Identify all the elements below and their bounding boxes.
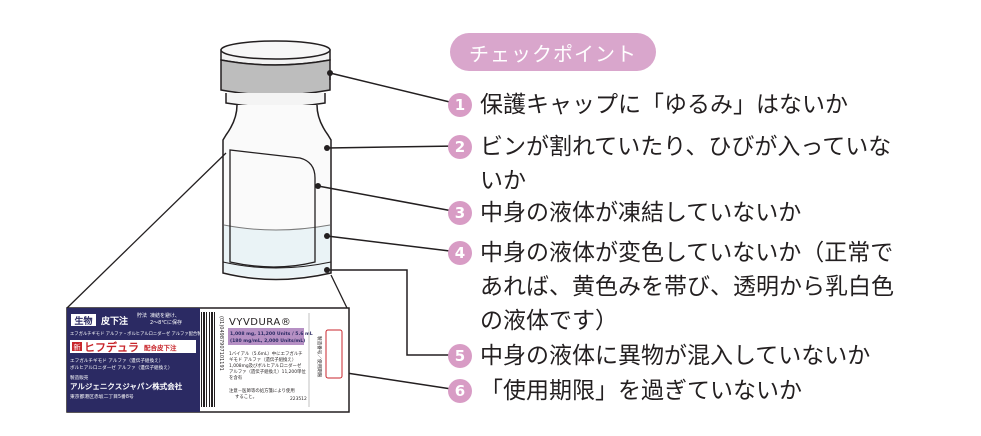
label-route: 皮下注: [100, 315, 128, 327]
checkpoint-item-5: 5 中身の液体に異物が混入していないか: [448, 339, 870, 373]
item-number-4: 4: [448, 241, 472, 265]
checkpoint-item-4: 4 中身の液体が変色していないか（正常で あれば、黄色みを帯び、透明から乳白色 …: [448, 236, 894, 338]
item-text-4: 中身の液体が変色していないか（正常で あれば、黄色みを帯び、透明から乳白色 の液…: [480, 240, 894, 334]
label-storage-1: 凍結を避け、: [150, 312, 180, 319]
label-ingredient-2: ボルヒアルロニダーゼ アルファ（遺伝子組換え）: [70, 364, 172, 371]
checkpoint-badge: チェックポイント: [450, 33, 656, 71]
zoom-line-right: [330, 274, 348, 309]
label-storage-prefix: 貯法: [137, 312, 147, 319]
label-lot-text: 製造番号／使用期限: [316, 336, 323, 378]
item-text-6: 「使用期限」を過ぎていないか: [480, 378, 802, 404]
callout-line-6: [339, 371, 459, 391]
label-generic-name: エフガルチギモド アルファ・ボルヒアルロニダーゼ アルファ配合製剤: [70, 330, 206, 337]
label-strength-1: 1,008 mg, 11,200 Units / 5.6 mL: [230, 331, 313, 337]
checkpoint-item-6: 6 「使用期限」を過ぎていないか: [448, 374, 802, 408]
item-text-1: 保護キャップに「ゆるみ」はないか: [480, 92, 848, 118]
label-storage-2: 2～8℃に保存: [150, 319, 182, 326]
label-brand: ヒフデュラ: [84, 340, 139, 354]
label-ingredient-1: エフガルチギモド アルファ（遺伝子組換え）: [70, 357, 163, 364]
label-composition-5: を含有: [229, 374, 243, 381]
callout-lines: [317, 72, 459, 356]
label-address: 東京都港区赤坂二丁目5番8号: [70, 393, 134, 400]
checkpoint-item-2: 2 ビンが割れていたり、ひびが入っていな いか: [448, 130, 891, 198]
item-text-5: 中身の液体に異物が混入していないか: [480, 343, 871, 369]
label-brand-suffix: 配合皮下注: [144, 343, 177, 352]
item-number-6: 6: [448, 379, 472, 403]
label-composition-3: 1,008mg及びボルヒアルロニダーゼ: [229, 362, 302, 369]
label-brand-prefix-box: [72, 342, 82, 351]
vial-cap-band: [220, 59, 331, 96]
callout-dots: [315, 70, 333, 273]
checkpoint-item-1: 1 保護キャップに「ゆるみ」はないか: [448, 88, 848, 122]
label-composition-2: ギモド アルファ（遺伝子組換え）: [229, 356, 296, 363]
item-number-3: 3: [448, 201, 472, 225]
item-text-2: ビンが割れていたり、ひびが入っていな いか: [480, 134, 892, 194]
vial-neck: [225, 93, 326, 108]
label-company: アルジェニクスジャパン株式会社: [70, 381, 183, 391]
item-number-1: 1: [448, 93, 472, 117]
label-code: 223512: [290, 396, 307, 402]
label-warning-1: 注意－医師等の処方箋により使用: [229, 387, 295, 394]
item-text-3: 中身の液体が凍結していないか: [480, 200, 802, 226]
label-lot-box: [325, 329, 343, 379]
label-composition-1: 1バイアル（5.6mL）中にエフガルチ: [229, 350, 303, 357]
label-seller-title: 製造販売: [70, 374, 89, 381]
label-brand-box: [70, 340, 196, 353]
item-number-2: 2: [448, 135, 472, 159]
item-number-5: 5: [448, 344, 472, 368]
label-barcode: [201, 312, 215, 407]
label-strength-2: (180 mg/mL, 2,000 Units/mL): [230, 338, 305, 344]
vial-liquid: [224, 225, 330, 278]
zoom-line-left: [66, 152, 227, 309]
vial-cap-top-ellipse: [220, 40, 331, 60]
label-class-box: [71, 314, 96, 326]
label-barcode-number: (01)04987907101191: [218, 316, 224, 371]
label-purple-band: [228, 328, 304, 345]
label-product: VYVDURA®: [229, 317, 291, 328]
label-brand-prefix: 新: [74, 343, 81, 352]
vial-label-wrap: [229, 149, 316, 268]
checkpoint-item-3: 3 中身の液体が凍結していないか: [448, 196, 801, 230]
label-class-tag: 生物: [74, 315, 92, 327]
label-warning-2: すること。: [235, 393, 257, 400]
vial-liquid-surface: [223, 224, 331, 231]
vial-bottom-rim: [222, 261, 332, 269]
label-composition-4: アルファ（遺伝子組換え）11,200単位: [229, 368, 306, 375]
